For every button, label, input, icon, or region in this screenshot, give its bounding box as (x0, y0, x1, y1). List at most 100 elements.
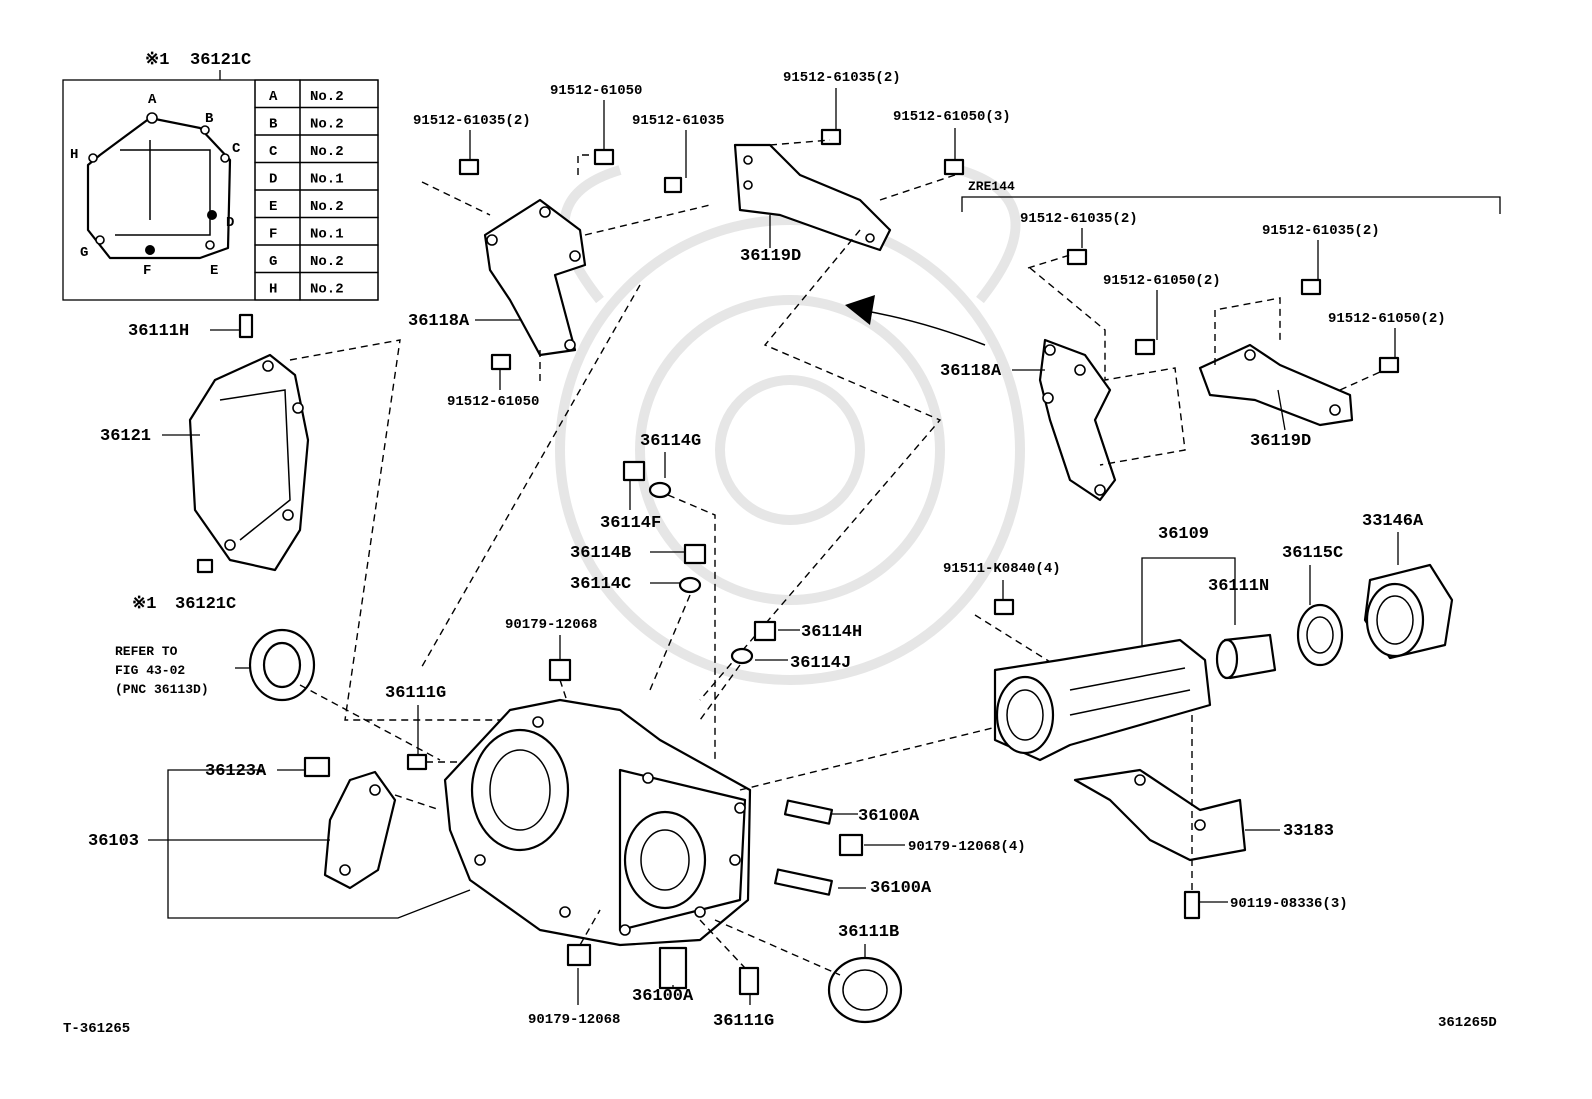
gasket-outline (86, 116, 232, 260)
part-label-36111N: 36111N (1208, 577, 1269, 596)
table-position-d: D (269, 172, 277, 188)
table-cell (254, 189, 301, 219)
table-position-e: E (269, 199, 277, 215)
bolt-icon (458, 158, 480, 176)
bolt-icon (1066, 248, 1088, 266)
part-label-90119-08336-3: 90119-08336(3) (1230, 896, 1348, 912)
extension-housing-group: 91511-K0840(4) 36109 36111N 36115C 33146… (943, 512, 1454, 920)
gasket-letter-g: G (80, 245, 88, 261)
dowel-pin-icon (406, 753, 428, 771)
bolt-icon (1378, 356, 1400, 374)
bolt-icon (303, 756, 331, 778)
cover-36121 (188, 353, 310, 572)
part-label-36118A-b: 36118A (940, 362, 1002, 381)
bolt-icon (1134, 338, 1156, 356)
table-cell (299, 271, 379, 301)
part-label-91512-61035-2-b: 91512-61035(2) (783, 70, 901, 86)
part-label-36114J: 36114J (790, 654, 851, 673)
diagram-code-left: T-361265 (63, 1021, 130, 1037)
center-plugs-group: 36114G 36114F 36114B 36114C 90179-12068 … (505, 432, 862, 760)
table-cell (254, 79, 301, 109)
bolt-icon (820, 128, 842, 146)
part-label-91512-61050-2-a: 91512-61050(2) (1103, 273, 1221, 289)
part-label-36111B: 36111B (838, 923, 899, 942)
table-cell (254, 161, 301, 191)
table-cell (254, 216, 301, 246)
part-label-36103: 36103 (88, 832, 139, 851)
refer-line-2: FIG 43-02 (115, 663, 185, 678)
breather-plug-icon (238, 313, 254, 339)
washer-icon (648, 481, 672, 499)
studs-group: 36100A 90179-12068(4) 36100A 36111B 9017… (528, 799, 1026, 1031)
part-label-36121C-bottom: 36121C (175, 595, 236, 614)
nut-icon (548, 658, 572, 682)
stud-bolt-icon (774, 868, 833, 896)
part-label-33183: 33183 (1283, 822, 1334, 841)
part-label-90179-12068-a: 90179-12068 (505, 617, 597, 633)
part-label-91512-61035-2-d: 91512-61035(2) (1262, 223, 1380, 239)
washer-icon (730, 647, 754, 665)
bracket-36118A (483, 198, 587, 357)
part-label-90179-12068-4: 90179-12068(4) (908, 839, 1026, 855)
refer-line-1: REFER TO (115, 644, 178, 659)
table-bolt-e: No.2 (310, 199, 344, 215)
oil-seal-36111B (827, 956, 903, 1024)
table-position-g: G (269, 254, 277, 270)
gasket-letter-f: F (143, 263, 151, 279)
nut-icon (566, 943, 592, 967)
part-label-91512-61035-2-a: 91512-61035(2) (413, 113, 531, 129)
part-label-36118A-a: 36118A (408, 312, 470, 331)
part-label-36114H: 36114H (801, 623, 862, 642)
gasket-letter-h: H (70, 147, 78, 163)
part-label-91512-61050-b: 91512-61050 (447, 394, 539, 410)
part-label-36119D-a: 36119D (740, 247, 801, 266)
table-cell (254, 244, 301, 274)
gasket-letter-b: B (205, 111, 214, 127)
part-label-91512-61050-2-b: 91512-61050(2) (1328, 311, 1446, 327)
diagram-code-right: 361265D (1438, 1015, 1497, 1031)
table-position-c: C (269, 144, 278, 160)
part-label-36111G-b: 36111G (713, 1012, 774, 1031)
part-label-36121C-top: 36121C (190, 51, 251, 70)
part-label-36111H: 36111H (128, 322, 189, 341)
bolt-icon (1183, 890, 1201, 920)
refer-note: REFER TO FIG 43-02 (PNC 36113D) (115, 628, 441, 761)
bolt-icon (663, 176, 683, 194)
table-bolt-f: No.1 (310, 227, 344, 243)
zre-label: ZRE144 (968, 179, 1015, 194)
ref-mark-bottom: ※1 (132, 595, 156, 614)
drain-plug-icon (622, 460, 646, 482)
filler-plug-icon (683, 543, 707, 565)
part-label-36114F: 36114F (600, 514, 661, 533)
gasket-letter-d: D (226, 215, 234, 231)
zre144-variant-group: ZRE144 91512-61035(2) 91512-61035(2) 915… (845, 179, 1501, 502)
table-position-a: A (269, 89, 278, 105)
bracket-36119D (733, 143, 892, 252)
transfer-housing-group: 36111G (385, 684, 1026, 947)
table-position-b: B (269, 117, 278, 133)
gasket-letter-c: C (232, 141, 241, 157)
table-cell (254, 271, 301, 301)
part-label-36115C: 36115C (1282, 544, 1343, 563)
table-bolt-g: No.2 (310, 254, 344, 270)
table-position-h: H (269, 282, 277, 298)
upper-bracket-group: 91512-61035(2) 91512-61050 91512-61035 9… (408, 70, 1011, 701)
part-label-91512-61035-a: 91512-61035 (632, 113, 724, 129)
part-label-36111G-a: 36111G (385, 684, 446, 703)
table-cell (254, 134, 301, 164)
part-label-36121: 36121 (100, 427, 151, 446)
bracket-36119D-b (1198, 343, 1354, 427)
table-bolt-h: No.2 (310, 282, 344, 298)
refer-line-3: (PNC 36113D) (115, 682, 209, 697)
stud-bolt-icon (783, 799, 834, 825)
part-label-36119D-b: 36119D (1250, 432, 1311, 451)
bolt-icon (943, 158, 965, 176)
table-cell (254, 106, 301, 136)
support-bracket (323, 770, 397, 890)
ref-mark: ※1 (145, 51, 169, 70)
bracket-36118A-b (1038, 338, 1117, 502)
part-label-91512-61050-a: 91512-61050 (550, 83, 642, 99)
